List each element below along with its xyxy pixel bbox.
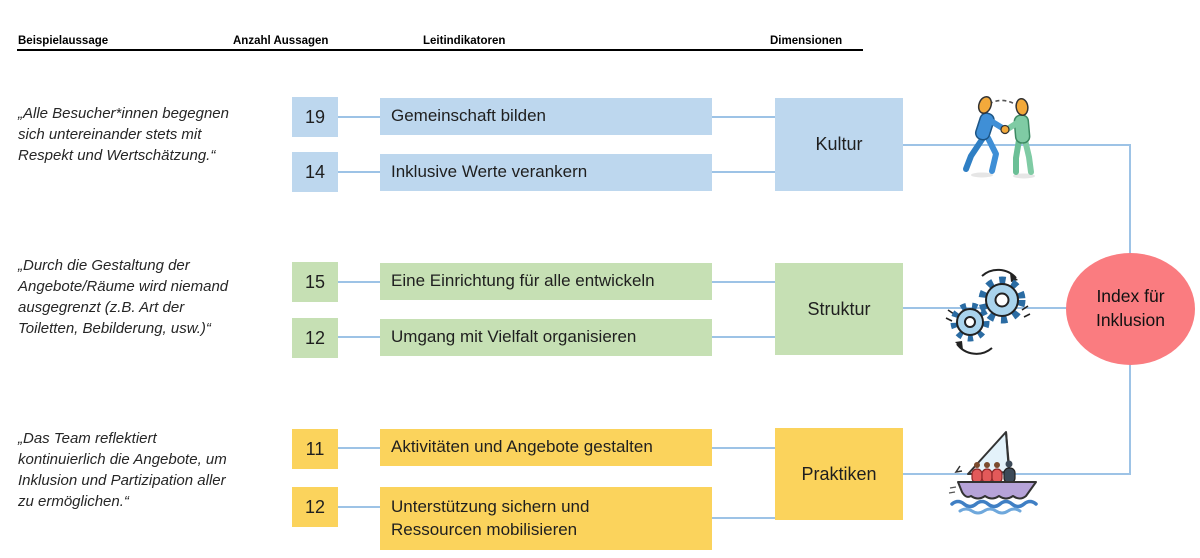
connector-line xyxy=(712,517,775,519)
column-header-dimensionen: Dimensionen xyxy=(770,35,843,47)
indicator-box: Eine Einrichtung für alle entwickeln xyxy=(380,263,712,300)
index-inklusion-node: Index für Inklusion xyxy=(1066,253,1195,365)
connector-line xyxy=(903,473,1131,475)
indicator-box: Inklusive Werte verankern xyxy=(380,154,712,191)
example-quote-praktiken: „Das Team reflektiert kontinuierlich die… xyxy=(18,430,227,510)
gears-icon xyxy=(945,268,1031,355)
connector-line xyxy=(338,171,380,173)
connector-line xyxy=(1129,364,1131,475)
column-header-anzahl-aussagen: Anzahl Aussagen xyxy=(233,35,329,47)
count-box: 11 xyxy=(292,429,338,469)
dimension-box-praktiken: Praktiken xyxy=(775,428,903,520)
count-box: 19 xyxy=(292,97,338,137)
count-box: 14 xyxy=(292,152,338,192)
column-header-beispielaussage: Beispielaussage xyxy=(18,35,109,47)
dimension-box-struktur: Struktur xyxy=(775,263,903,355)
connector-line xyxy=(338,116,380,118)
handshake-people-icon xyxy=(963,96,1035,179)
connector-line xyxy=(712,171,775,173)
indicator-box: Gemeinschaft bilden xyxy=(380,98,712,135)
connector-line xyxy=(712,336,775,338)
sailboat-icon xyxy=(948,431,1038,515)
connector-line xyxy=(712,116,775,118)
connector-line xyxy=(1129,144,1131,255)
count-box: 12 xyxy=(292,487,338,527)
connector-line xyxy=(338,447,380,449)
indicator-box: Umgang mit Vielfalt organisieren xyxy=(380,319,712,356)
indicator-box: Unterstützung sichern und Ressourcen mob… xyxy=(380,487,712,550)
example-quote-struktur: „Durch die Gestaltung der Angebote/Räume… xyxy=(18,257,229,337)
dimension-box-kultur: Kultur xyxy=(775,98,903,191)
indicator-box: Aktivitäten und Angebote gestalten xyxy=(380,429,712,466)
column-header-leitindikatoren: Leitindikatoren xyxy=(423,35,506,47)
count-box: 12 xyxy=(292,318,338,358)
header-rule xyxy=(17,49,863,51)
connector-line xyxy=(338,506,380,508)
example-quote-kultur: „Alle Besucher*innen begegnen sich unter… xyxy=(18,105,229,164)
count-box: 15 xyxy=(292,262,338,302)
connector-line xyxy=(338,281,380,283)
connector-line xyxy=(338,336,380,338)
connector-line xyxy=(712,447,775,449)
connector-line xyxy=(712,281,775,283)
